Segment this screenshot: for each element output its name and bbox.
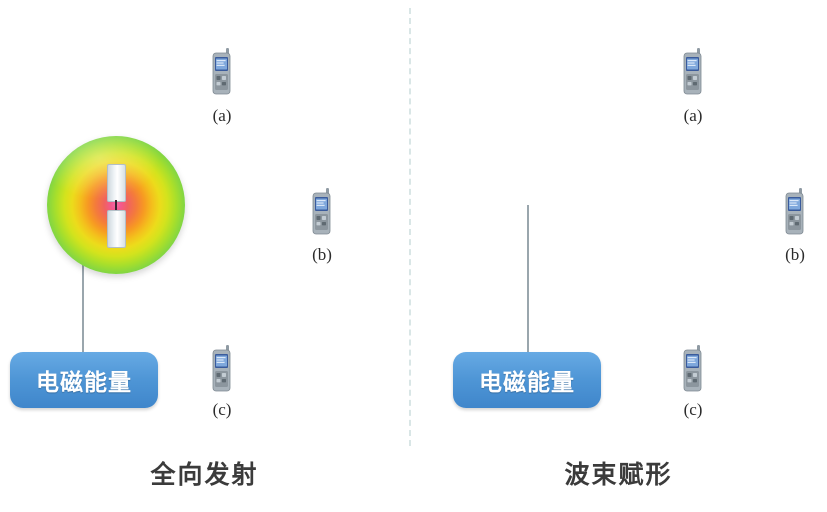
energy-label-text: 电磁能量 <box>36 369 132 395</box>
energy-label-text: 电磁能量 <box>479 369 575 395</box>
mobile-phone-a-label: (a) <box>683 106 703 125</box>
dipole-lower-arm <box>107 210 126 248</box>
mobile-phone-c-label: (c) <box>212 400 232 419</box>
mobile-phone-icon <box>312 188 331 235</box>
beamforming-panel: 电磁能量 (a) <box>410 0 827 512</box>
mobile-phone-b <box>309 188 335 236</box>
mobile-phone-c-label: (c) <box>683 400 703 419</box>
beamforming-caption: 波束赋形 <box>564 461 673 489</box>
dipole-upper-arm <box>107 164 126 202</box>
mobile-phone-a <box>209 48 235 96</box>
mobile-phone-a <box>680 48 706 96</box>
mobile-phone-icon <box>683 48 702 95</box>
mobile-phone-b-label: (b) <box>785 245 805 264</box>
dipole-feed-gap <box>115 200 117 210</box>
feed-line-vertical <box>527 205 529 355</box>
mobile-phone-c <box>209 345 235 393</box>
mobile-phone-b-label: (b) <box>312 245 332 264</box>
dipole-antenna-icon <box>107 164 126 248</box>
panel-divider <box>409 8 411 446</box>
feed-line-vertical <box>82 204 84 354</box>
mobile-phone-b <box>782 188 808 236</box>
omnidirectional-radiation-pattern <box>47 136 185 274</box>
omnidirectional-caption: 全向发射 <box>150 461 259 489</box>
energy-label-box: 电磁能量 <box>10 352 158 408</box>
mobile-phone-icon <box>683 345 702 392</box>
mobile-phone-a-label: (a) <box>212 106 232 125</box>
mobile-phone-c <box>680 345 706 393</box>
mobile-phone-icon <box>212 345 231 392</box>
omnidirectional-panel: 电磁能量 (a) <box>0 0 409 512</box>
energy-label-box: 电磁能量 <box>453 352 601 408</box>
mobile-phone-icon <box>785 188 804 235</box>
mobile-phone-icon <box>212 48 231 95</box>
